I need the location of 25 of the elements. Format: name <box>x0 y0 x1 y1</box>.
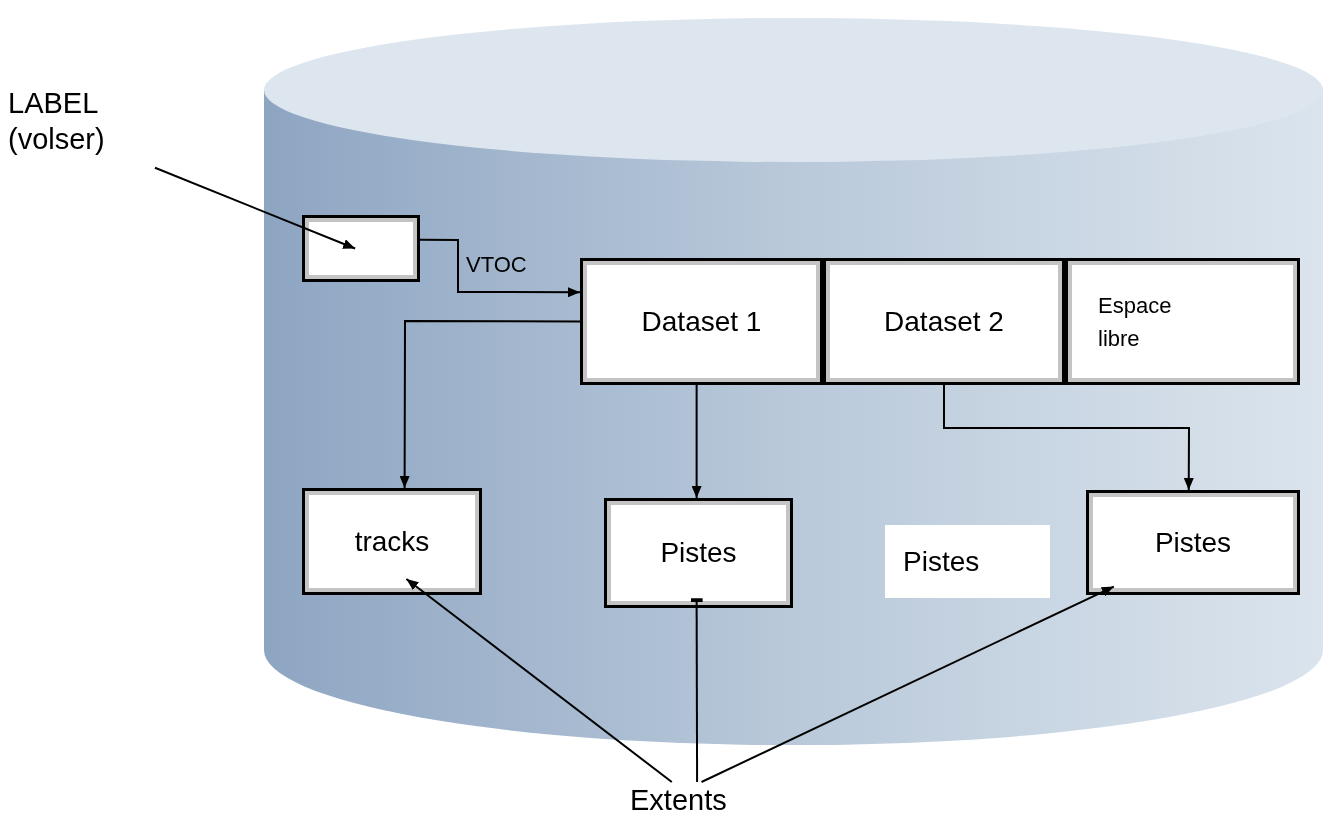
arrow <box>154 166 357 250</box>
box-label: Dataset 2 <box>884 304 1004 339</box>
annotation-text: Extents <box>630 783 728 818</box>
storage-box <box>1086 490 1300 595</box>
storage-box <box>302 488 482 595</box>
arrow <box>691 384 702 499</box>
label-box <box>302 215 420 282</box>
box-label: Pistes <box>1154 525 1232 560</box>
storage-box <box>604 498 793 608</box>
label-patch <box>885 525 1050 598</box>
box-label: Dataset 1 <box>641 304 762 339</box>
arrow <box>405 577 673 783</box>
box-label: Espace libre <box>1098 291 1173 353</box>
storage-box <box>580 258 823 385</box>
arrow <box>419 238 581 298</box>
annotation-text: LABEL (volser) <box>8 86 106 158</box>
box-label: Pistes <box>903 544 980 579</box>
box-label: tracks <box>354 524 430 559</box>
storage-box <box>823 258 1065 385</box>
arrow <box>399 320 581 489</box>
edge-label: VTOC <box>466 251 527 279</box>
arrow <box>700 585 1115 783</box>
arrow <box>943 384 1194 491</box>
storage-box <box>1065 258 1300 385</box>
box-label: Pistes <box>660 536 737 570</box>
